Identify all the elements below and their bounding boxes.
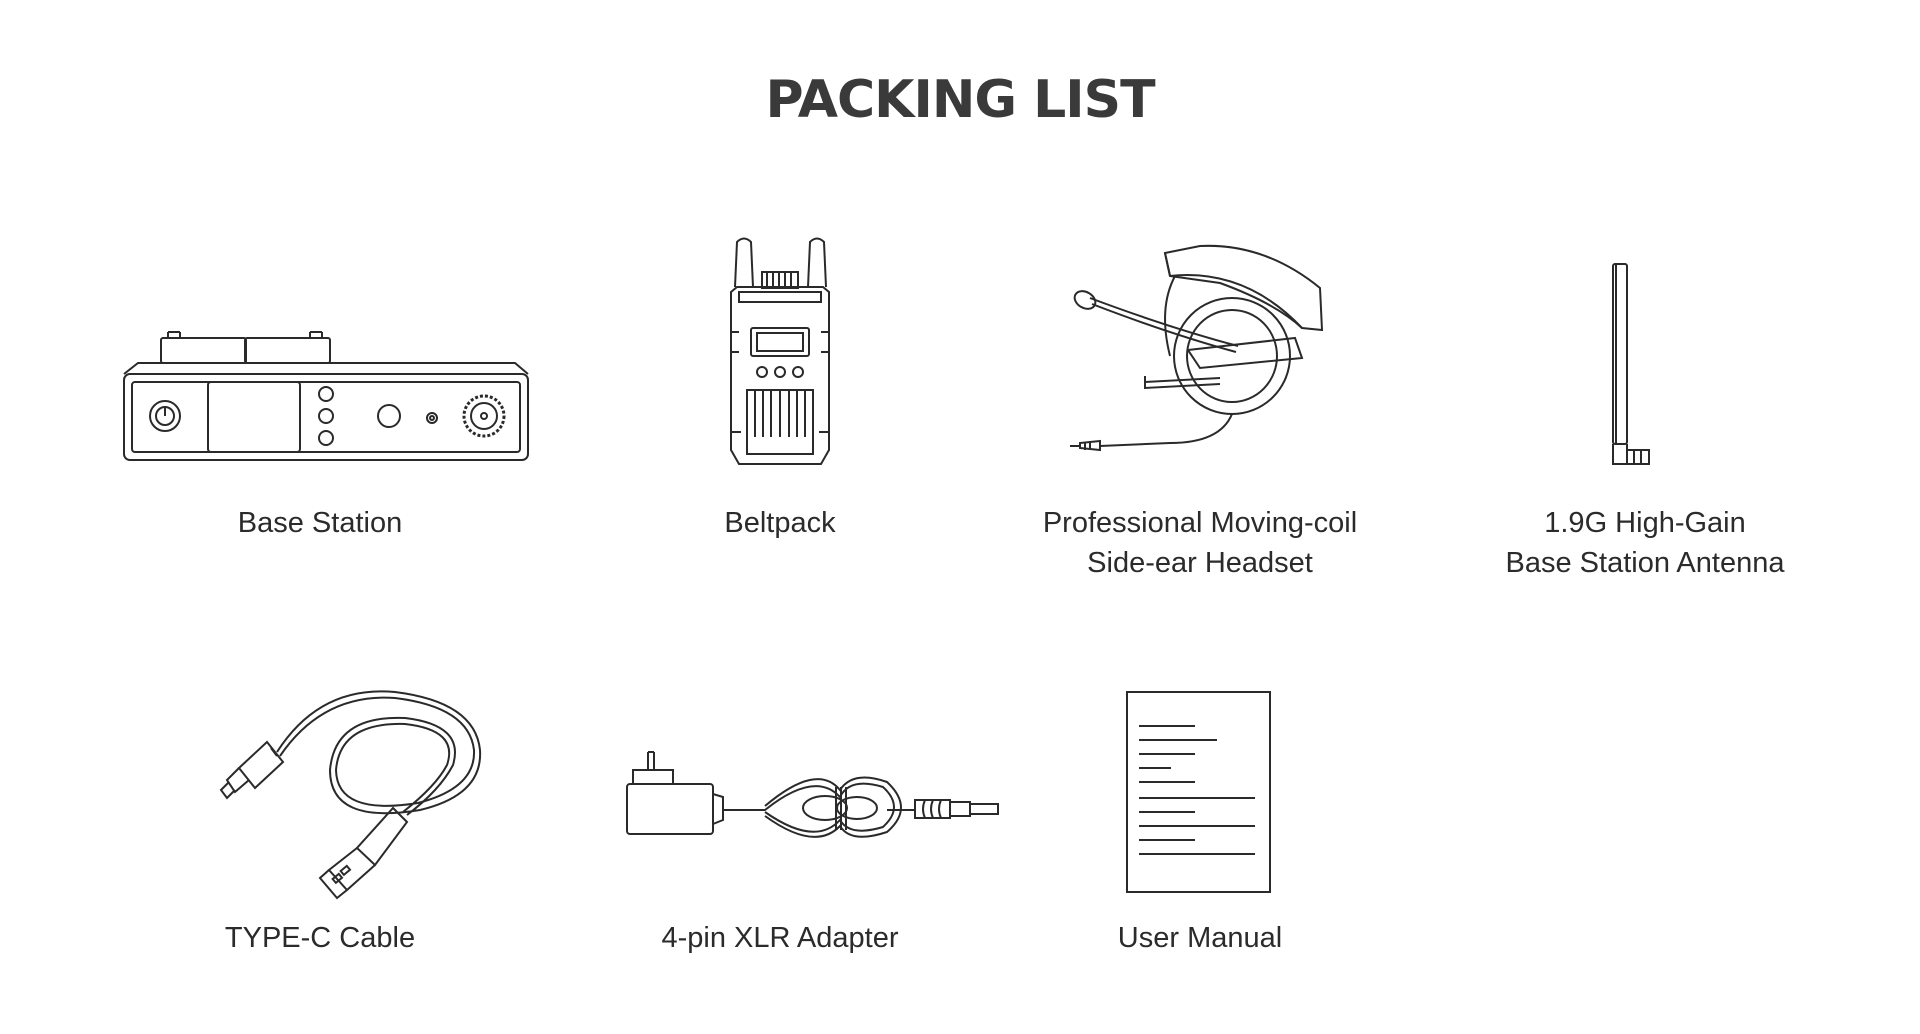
item-label: 4-pin XLR Adapter <box>661 922 899 954</box>
page-title: PACKING LIST <box>765 70 1155 130</box>
base-station-icon <box>120 330 535 465</box>
beltpack-icon <box>725 232 835 472</box>
type-c-cable-icon <box>225 690 485 900</box>
item-label: Beltpack <box>724 507 836 539</box>
item-label: TYPE-C Cable <box>224 922 416 954</box>
xlr-adapter-icon <box>625 752 1000 837</box>
antenna-icon <box>1610 262 1660 472</box>
user-manual-icon <box>1125 690 1275 895</box>
item-label: Professional Moving-coil Side-ear Headse… <box>1042 507 1358 579</box>
item-label: 1.9G High-Gain Base Station Antenna <box>1505 507 1785 579</box>
item-label: User Manual <box>1117 922 1283 954</box>
item-label: Base Station <box>237 507 403 539</box>
headset-icon <box>1070 248 1330 458</box>
